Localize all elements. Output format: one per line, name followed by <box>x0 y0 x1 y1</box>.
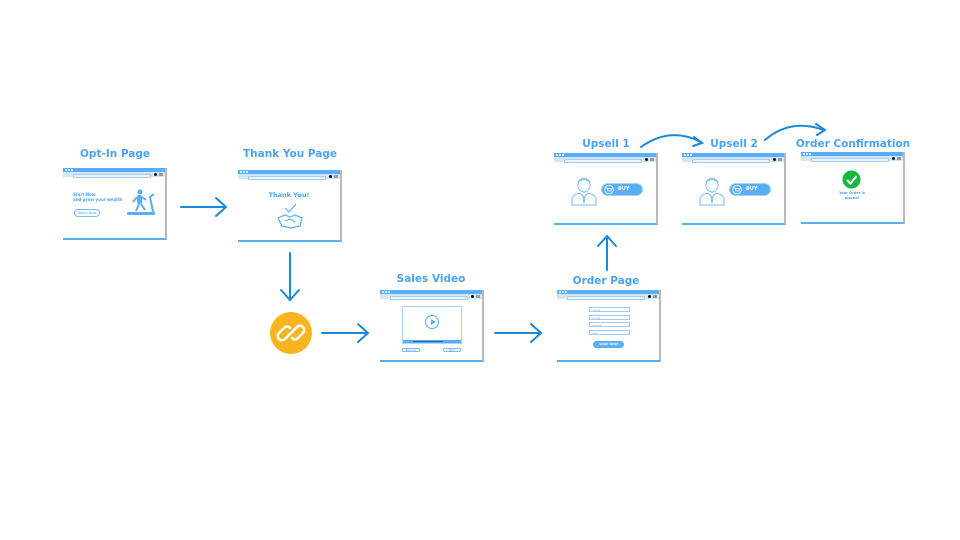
link-icon <box>270 312 312 354</box>
thankyou-title: Thank You Page <box>243 148 337 160</box>
optin-page-mockup: Start Now and grow your wealth Apply Now <box>63 168 167 240</box>
video-player <box>402 306 462 344</box>
card-field: card <box>589 330 630 335</box>
confirmation-title: Order Confirmation <box>795 138 911 150</box>
phone-field: phone <box>589 322 630 327</box>
arrow-thankyou-to-link <box>280 252 300 302</box>
confirmation-line2: placed! <box>844 196 860 200</box>
order-page-mockup: name email phone card SHOP NOW <box>557 290 661 362</box>
thankyou-heading: Thank You! <box>268 191 310 199</box>
arrow-video-to-order <box>494 323 543 343</box>
video-progress-bar <box>403 340 461 343</box>
shop-now-button: SHOP NOW <box>593 341 624 348</box>
previous-button: Previous <box>402 348 420 352</box>
arrow-upsell1-to-upsell2 <box>640 134 705 148</box>
person-icon <box>571 177 597 206</box>
arrow-link-to-video <box>321 323 370 343</box>
optin-line1: Start Now <box>73 192 96 197</box>
upsell1-title: Upsell 1 <box>582 138 630 150</box>
apply-now-button: Apply Now <box>74 209 100 217</box>
order-title: Order Page <box>572 275 640 287</box>
email-field: email <box>589 315 630 320</box>
optin-line2: and grow your wealth <box>73 197 123 202</box>
name-field: name <box>589 307 630 312</box>
buy-now-button: BUY NOW <box>601 183 643 202</box>
upsell2-title: Upsell 2 <box>710 138 758 150</box>
buy-now-button: BUY NOW <box>729 183 771 202</box>
video-title: Sales Video <box>396 273 466 285</box>
sales-video-mockup: Previous Next <box>380 290 484 362</box>
optin-title: Opt-In Page <box>80 148 150 160</box>
arrow-order-to-upsell1 <box>597 234 617 271</box>
upsell1-mockup: BUY NOW <box>554 153 658 225</box>
confirmation-line1: Your Order is <box>839 191 865 195</box>
thankyou-page-mockup: Thank You! <box>238 170 342 242</box>
success-check-icon <box>842 170 861 189</box>
next-button: Next <box>443 348 461 352</box>
cart-icon <box>732 185 742 194</box>
arrow-optin-to-thankyou <box>180 197 228 217</box>
person-icon <box>699 177 725 206</box>
order-confirmation-mockup: Your Order is placed! <box>801 152 905 224</box>
play-icon <box>425 315 439 329</box>
cart-icon <box>604 185 614 194</box>
handshake-check-icon <box>277 203 303 229</box>
upsell2-mockup: BUY NOW <box>682 153 786 225</box>
arrow-upsell2-to-confirm <box>764 123 827 141</box>
treadmill-runner-icon <box>127 189 155 215</box>
